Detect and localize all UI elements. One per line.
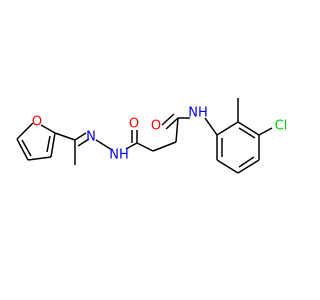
bond-amide-co-2: [161, 113, 175, 126]
bond-ring-c2-c3: [237, 121, 260, 136]
bond-furan-c5-o: [40, 124, 56, 134]
amide-oxygen-label: O: [151, 119, 161, 134]
bond-furan-to-imine-carbon: [54, 132, 76, 141]
bond-furan-c2-c3-inner: [21, 139, 32, 157]
hydrazide-oxygen-label: O: [129, 117, 139, 132]
bond-ring-c1-c2: [216, 121, 239, 136]
bond-ring-c4-c5: [237, 159, 260, 174]
bond-ch2-ch2: [152, 141, 177, 152]
hydrazide-nh-label: NH: [109, 148, 129, 163]
bond-imine-double-1: [74, 132, 87, 141]
bond-furan-c2-c3: [16, 138, 29, 161]
molecule-structure-diagram: O N NH O O NH Cl: [16, 98, 287, 174]
bond-ring-c4-c5-inner: [238, 156, 255, 168]
bond-ring-c2-c3-inner: [238, 127, 256, 139]
bond-imine-double-2: [77, 138, 90, 147]
furan-oxygen-label: O: [32, 115, 42, 130]
bond-furan-o-c2: [16, 122, 34, 140]
bond-ring-c5-c6: [216, 159, 239, 174]
chlorine-label: Cl: [275, 119, 288, 134]
bond-n-aryl: [204, 117, 218, 136]
bond-ring-cl: [258, 127, 273, 136]
bonds: [16, 98, 273, 174]
bond-amide-co-1: [165, 117, 179, 130]
bond-nh-carbonyl: [125, 142, 138, 150]
bond-n-n: [95, 139, 113, 151]
bond-ch2-amide-c: [175, 117, 179, 143]
amide-nh-label: NH: [188, 106, 208, 121]
hydrazone-nitrogen-label: N: [86, 130, 96, 145]
atom-labels: O N NH O O NH Cl: [32, 106, 287, 163]
bond-furan-c4-c5-inner: [46, 135, 51, 153]
bond-furan-c3-c4: [27, 156, 52, 161]
bond-carbonyl-ch2: [136, 142, 154, 152]
bond-furan-c4-c5: [50, 132, 56, 158]
